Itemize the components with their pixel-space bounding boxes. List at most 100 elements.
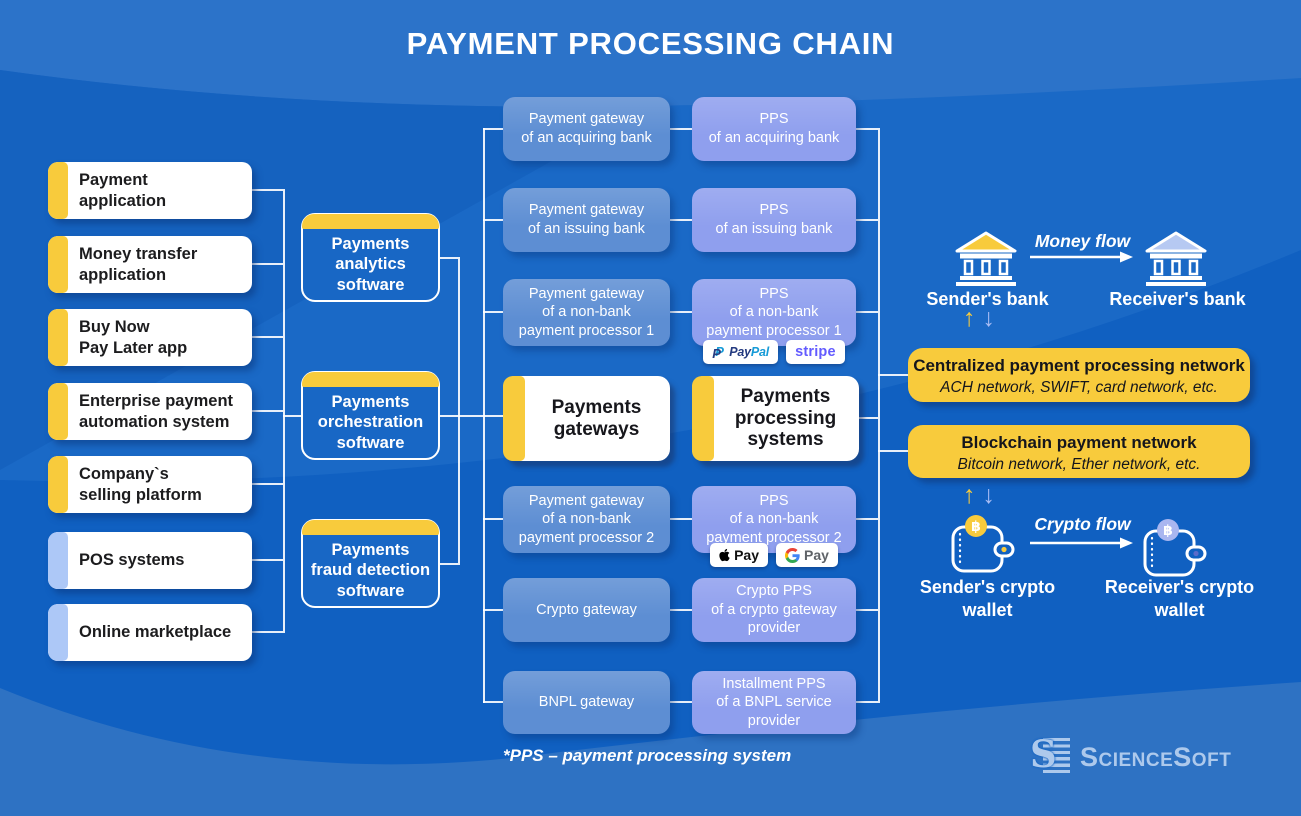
connector-bus [458, 257, 460, 565]
node-label: PPS of an acquiring bank [708, 111, 840, 146]
node-label: Enterprise payment automation system [79, 392, 234, 431]
node-label: BNPL gateway [538, 694, 635, 711]
header-label: Payments gateways [551, 396, 642, 440]
node-label: Installment PPS of a BNPL service provid… [716, 675, 832, 729]
connector-line [483, 311, 503, 313]
connector-line [252, 189, 283, 191]
node-pps-nonbank-2: PPS of a non-bank payment processor 2 [692, 486, 856, 553]
accent-bar [48, 383, 68, 440]
node-label: Buy Now Pay Later app [79, 318, 188, 357]
connector-bus [483, 128, 485, 703]
network-subtitle: Bitcoin network, Ether network, etc. [957, 455, 1201, 473]
node-centralized-network: Centralized payment processing network A… [908, 348, 1250, 402]
connector-line [440, 257, 458, 259]
node-label: Money transfer application [79, 245, 198, 284]
node-online-marketplace: Online marketplace [48, 604, 252, 661]
node-gateway-acquiring-bank: Payment gateway of an acquiring bank [503, 97, 670, 161]
node-payments-fraud-detection-software: Payments fraud detection software [301, 519, 440, 608]
connector-line [856, 518, 878, 520]
node-payments-analytics-software: Payments analytics software [301, 213, 440, 302]
connector-line [670, 518, 692, 520]
connector-line [283, 415, 301, 417]
node-label: Payments fraud detection software [310, 540, 431, 600]
node-company-selling-platform: Company`s selling platform [48, 456, 252, 513]
accent-bar [48, 604, 68, 661]
node-crypto-gateway: Crypto gateway [503, 578, 670, 642]
node-label: Payment application [79, 171, 167, 210]
node-label: POS systems [79, 551, 185, 570]
connector-line [483, 609, 503, 611]
arrow-down-icon: ↓ [982, 481, 996, 509]
stripe-label: stripe [795, 344, 836, 360]
sciencesoft-logo-icon: S [1030, 734, 1070, 777]
node-label: Payment gateway of an issuing bank [528, 202, 645, 237]
connector-line [458, 415, 503, 417]
pps-footnote: *PPS – payment processing system [503, 746, 792, 765]
svg-text:฿: ฿ [1163, 522, 1173, 538]
svg-text:฿: ฿ [971, 518, 981, 534]
wallet-network-arrows: ↑ ↓ [963, 483, 995, 508]
connector-line [483, 518, 503, 520]
accent-topbar [302, 520, 439, 535]
node-payments-orchestration-software: Payments orchestration software [301, 371, 440, 460]
node-label: Payment gateway of a non-bank payment pr… [518, 285, 655, 339]
google-pay-label: Pay [804, 547, 829, 563]
node-money-transfer-application: Money transfer application [48, 236, 252, 293]
arrow-up-icon: ↑ [963, 481, 976, 509]
node-pps-nonbank-1: PPS of a non-bank payment processor 1 [692, 279, 856, 346]
badge-row-processor-2: Pay Pay [692, 543, 856, 567]
connector-line [483, 219, 503, 221]
wallet-icon-receiver: ฿ [1143, 519, 1207, 577]
bank-network-arrows: ↑ ↓ [963, 306, 995, 331]
receiver-bank-label: Receiver's bank [1109, 289, 1246, 309]
connector-line [670, 219, 692, 221]
connector-line [252, 263, 283, 265]
paypal-label: PayPal [729, 345, 770, 359]
sender-bank-label: Sender's bank [926, 289, 1049, 309]
sciencesoft-logo-text: ScienceSoft [1080, 741, 1232, 772]
accent-bar [692, 376, 714, 461]
arrow-down-icon: ↓ [982, 304, 996, 332]
connector-line [856, 128, 878, 130]
google-icon [785, 547, 800, 563]
accent-bar [48, 456, 68, 513]
connector-line [878, 374, 908, 376]
connector-line [483, 128, 503, 130]
node-label: PPS of an issuing bank [715, 202, 833, 237]
node-label: PPS of a non-bank payment processor 2 [706, 492, 842, 546]
money-flow-arrow [1030, 251, 1133, 263]
accent-bar [48, 309, 68, 366]
page-title: PAYMENT PROCESSING CHAIN [406, 26, 895, 61]
connector-line [670, 128, 692, 130]
accent-bar [503, 376, 525, 461]
header-payments-gateways: Payments gateways [503, 376, 670, 461]
node-blockchain-network: Blockchain payment network Bitcoin netwo… [908, 425, 1250, 478]
crypto-flow-arrow [1030, 537, 1133, 549]
sender-wallet-label: Sender's crypto wallet [919, 577, 1056, 620]
connector-line [878, 450, 908, 452]
connector-line [252, 410, 283, 412]
connector-line [670, 701, 692, 703]
bank-icon-receiver [1145, 231, 1207, 286]
apple-pay-badge: Pay [710, 543, 768, 567]
node-label: Payment gateway of an acquiring bank [521, 111, 652, 146]
apple-icon [719, 548, 730, 562]
accent-bar [48, 532, 68, 589]
connector-line [856, 219, 878, 221]
connector-line [252, 631, 283, 633]
accent-topbar [302, 372, 439, 387]
arrow-up-icon: ↑ [963, 304, 976, 332]
connector-line [856, 417, 878, 419]
node-installment-pps: Installment PPS of a BNPL service provid… [692, 671, 856, 734]
connector-line [483, 701, 503, 703]
header-payments-processing-systems: Payments processing systems [692, 376, 859, 461]
connector-line [856, 311, 878, 313]
wallet-icon-sender: ฿ [951, 515, 1015, 573]
node-crypto-pps: Crypto PPS of a crypto gateway provider [692, 578, 856, 642]
sciencesoft-logo: S ScienceSoft [1030, 734, 1232, 777]
connector-line [440, 415, 458, 417]
connector-bus [283, 189, 285, 633]
